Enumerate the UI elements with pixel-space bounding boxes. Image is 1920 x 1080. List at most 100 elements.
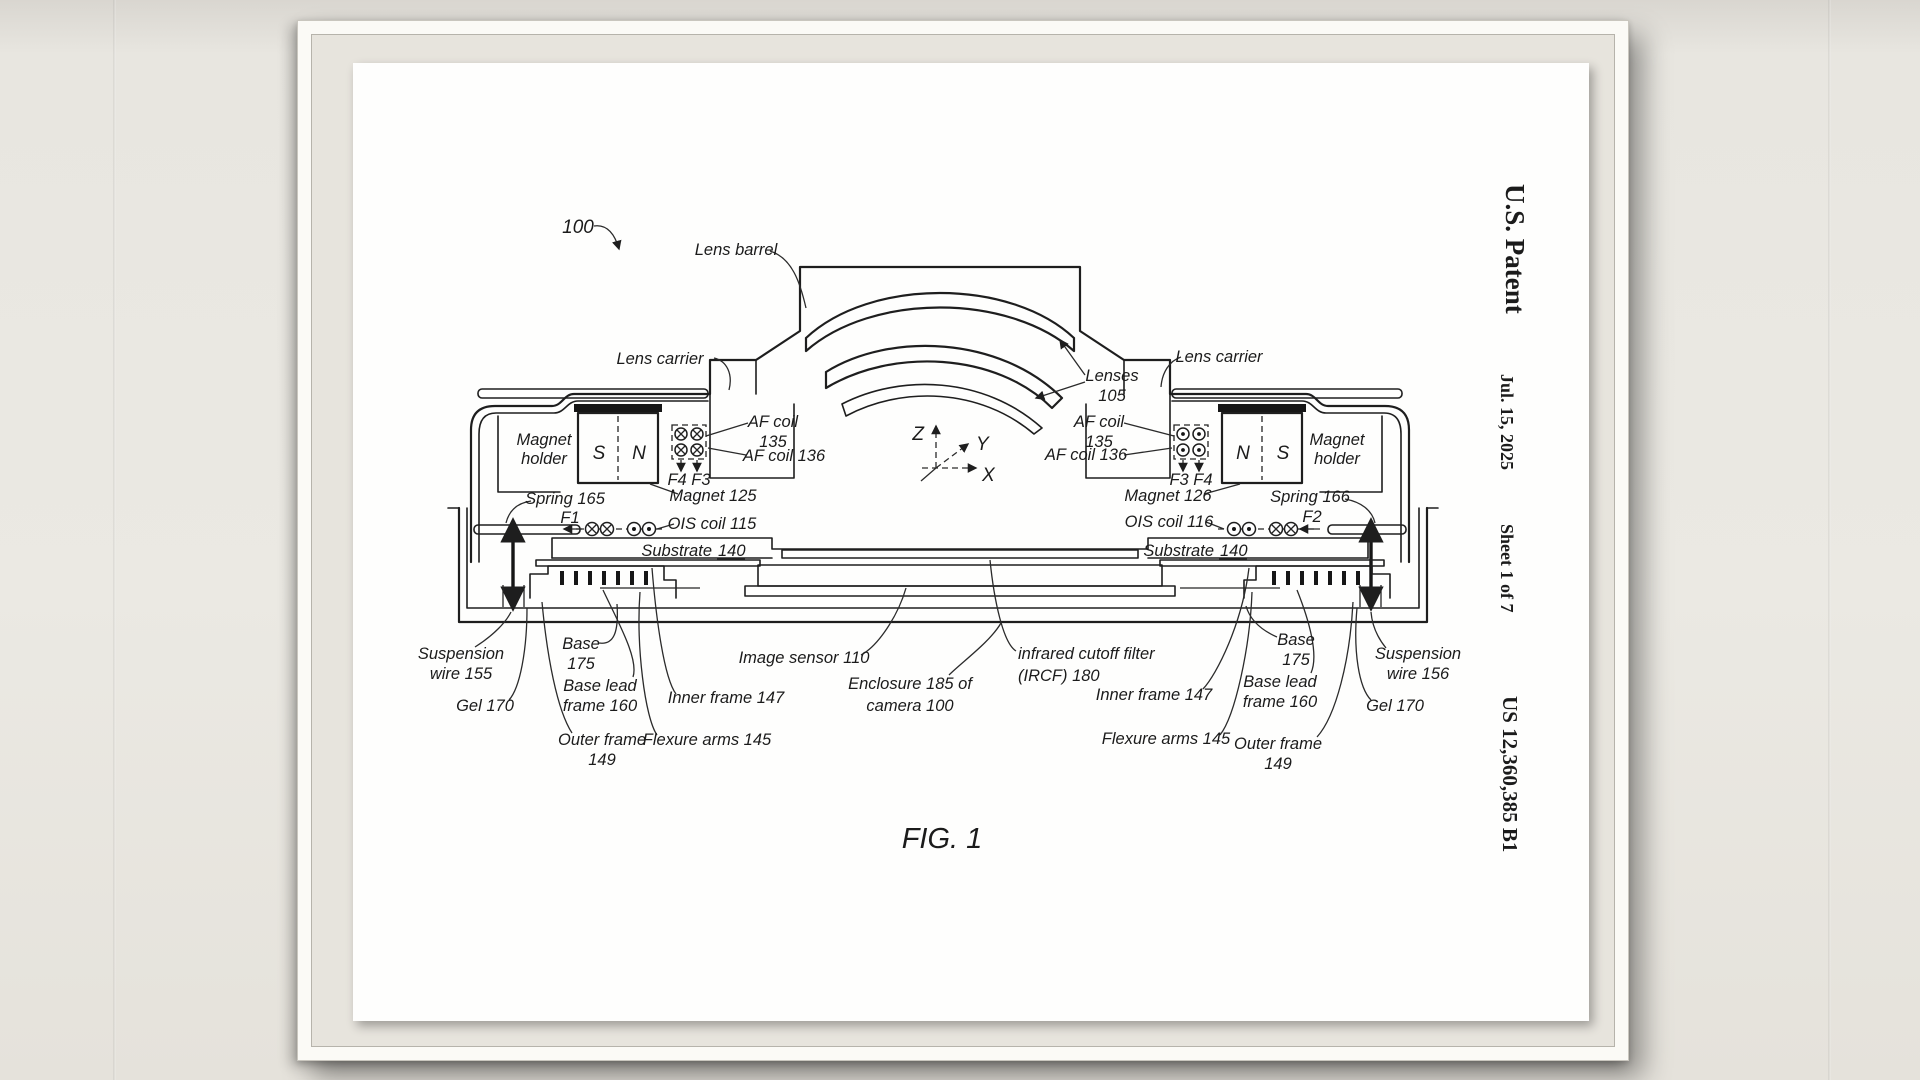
leader-flexure145-left bbox=[638, 591, 658, 736]
magnet-right-pole-s: S bbox=[1277, 443, 1290, 464]
spring-165-label: Spring 165 bbox=[525, 490, 606, 508]
patent-header: U.S. Patent Jul. 15, 2025 Sheet 1 of 7 U… bbox=[1497, 184, 1530, 852]
leader-lens-carrier-left bbox=[713, 357, 731, 391]
leader-suspension155 bbox=[474, 611, 512, 648]
leader-spring166 bbox=[1344, 498, 1376, 524]
flexure-arms-145-left-label: Flexure arms 145 bbox=[643, 731, 772, 749]
af-coil-135-left-label-2: 135 bbox=[759, 433, 787, 451]
suspension-wire-155-label-1: Suspension bbox=[418, 645, 504, 663]
paper-crease-right bbox=[1828, 0, 1831, 1080]
magnet-left-pole-n: N bbox=[632, 443, 646, 464]
outer-frame-149-right-label-2: 149 bbox=[1264, 755, 1292, 773]
leader-outerframe149-right bbox=[1316, 601, 1354, 738]
outer-frame-149-right-label-1: Outer frame bbox=[1234, 735, 1322, 753]
base-175-left-label-1: Base bbox=[562, 635, 600, 653]
labels-layer: 100 Lens barrel Lens carrier Lens carrie… bbox=[418, 217, 1461, 773]
leader-gel170-right bbox=[1355, 607, 1372, 701]
f2-label: F2 bbox=[1302, 508, 1321, 526]
gel-170-left-label: Gel 170 bbox=[456, 697, 515, 715]
base-assembly-left bbox=[529, 559, 761, 599]
substrate-right-word: Substrate bbox=[1143, 542, 1214, 560]
leader-innerframe147-left bbox=[651, 567, 677, 695]
lens-carrier-left-label: Lens carrier bbox=[616, 350, 705, 368]
leader-baselead160-right bbox=[1296, 589, 1315, 674]
enclosure-185-label-1: Enclosure 185 of bbox=[848, 675, 974, 693]
base-lead-frame-left-label-2: frame 160 bbox=[563, 697, 638, 715]
forces-right-label: F3 F4 bbox=[1169, 471, 1212, 489]
leader-lens-barrel bbox=[769, 250, 807, 309]
substrate-left-word: Substrate bbox=[641, 542, 712, 560]
suspension-wire-left bbox=[500, 517, 526, 612]
leader-gel170-left bbox=[508, 607, 528, 701]
leader-base175-left bbox=[598, 603, 619, 644]
axis-y-label: Y bbox=[976, 434, 990, 455]
ircf-180-label-1: infrared cutoff filter bbox=[1018, 645, 1156, 663]
substrate-sensor-stack bbox=[551, 537, 1369, 597]
paper-crease-left bbox=[113, 0, 116, 1080]
af-coil-right bbox=[1173, 424, 1209, 473]
leader-flexure145-right bbox=[1219, 591, 1253, 736]
leader-af136-left bbox=[707, 447, 747, 456]
lens-carrier-right-label: Lens carrier bbox=[1175, 348, 1264, 366]
figure-caption: FIG. 1 bbox=[902, 823, 983, 855]
leader-base175-right bbox=[1245, 605, 1278, 638]
lens-barrel-label: Lens barrel bbox=[695, 241, 779, 259]
magnet-right-pole-n: N bbox=[1236, 443, 1250, 464]
af-coil-135-left-label-1: AF coil bbox=[747, 413, 799, 431]
leader-magnet126 bbox=[1203, 483, 1241, 495]
ois-coil-116-label: OIS coil 116 bbox=[1125, 513, 1214, 531]
magnet-holder-left-label-2: holder bbox=[521, 450, 568, 468]
suspension-wire-156-label-1: Suspension bbox=[1375, 645, 1461, 663]
cover-outline bbox=[469, 265, 1411, 564]
substrate-left-num: 140 bbox=[718, 542, 746, 560]
leader-imagesensor bbox=[860, 587, 907, 656]
magnet-left-pole-s: S bbox=[593, 443, 606, 464]
base-175-right-label-2: 175 bbox=[1282, 651, 1310, 669]
base-175-left-label-2: 175 bbox=[567, 655, 595, 673]
leader-af135-right bbox=[1123, 422, 1175, 437]
base-lead-frame-left-label-1: Base lead bbox=[563, 677, 637, 695]
lenses-label-2: 105 bbox=[1098, 387, 1126, 405]
ois-assembly-left bbox=[473, 521, 664, 537]
leader-enclosure bbox=[948, 622, 1002, 676]
patent-header-title: U.S. Patent bbox=[1500, 184, 1530, 314]
lens-carrier-walls bbox=[709, 359, 1171, 479]
leader-lens-carrier-right bbox=[1160, 356, 1182, 388]
spring-166-label: Spring 166 bbox=[1270, 488, 1351, 506]
ois-coil-115-label: OIS coil 115 bbox=[668, 515, 757, 533]
leader-outerframe149-left bbox=[541, 601, 573, 734]
leader-spring165 bbox=[505, 500, 532, 524]
base-lead-frame-right-label-2: frame 160 bbox=[1243, 693, 1318, 711]
leader-af135-left bbox=[705, 422, 749, 437]
leader-ois116 bbox=[1205, 521, 1225, 530]
f1-label: F1 bbox=[560, 509, 579, 527]
base-assembly-right bbox=[1159, 559, 1391, 599]
leader-ircf bbox=[989, 559, 1017, 652]
af-coil-left bbox=[671, 424, 707, 473]
outer-frame-149-left-label-1: Outer frame bbox=[558, 731, 646, 749]
leader-magnet125 bbox=[649, 483, 679, 495]
patent-header-sheet: Sheet 1 of 7 bbox=[1497, 524, 1517, 613]
inner-frame-147-right-label: Inner frame 147 bbox=[1096, 686, 1213, 704]
af-coil-135-right-label-2: 135 bbox=[1085, 433, 1113, 451]
leader-af136-right bbox=[1123, 447, 1173, 456]
base-lead-frame-right-label-1: Base lead bbox=[1243, 673, 1317, 691]
magnet-126-label: Magnet 126 bbox=[1124, 487, 1212, 505]
leader-innerframe147-right bbox=[1202, 567, 1250, 690]
leader-suspension156 bbox=[1370, 611, 1387, 649]
magnet-assembly-left bbox=[497, 404, 662, 493]
af-coil-135-right-label-1: AF coil bbox=[1073, 413, 1125, 431]
gel-170-right-label: Gel 170 bbox=[1366, 697, 1425, 715]
magnet-holder-right-label-2: holder bbox=[1314, 450, 1361, 468]
suspension-wire-right bbox=[1358, 517, 1384, 612]
magnet-125-label: Magnet 125 bbox=[669, 487, 757, 505]
ircf-180-label-2: (IRCF) 180 bbox=[1018, 667, 1100, 685]
axes-indicator: Z Y X bbox=[911, 424, 996, 486]
substrate-right-num: 140 bbox=[1220, 542, 1248, 560]
forces-left-label: F4 F3 bbox=[667, 471, 711, 489]
leader-lenses-bottom bbox=[1034, 381, 1086, 401]
ois-assembly-right bbox=[1218, 521, 1407, 537]
patent-header-number: US 12,360,385 B1 bbox=[1498, 696, 1522, 852]
